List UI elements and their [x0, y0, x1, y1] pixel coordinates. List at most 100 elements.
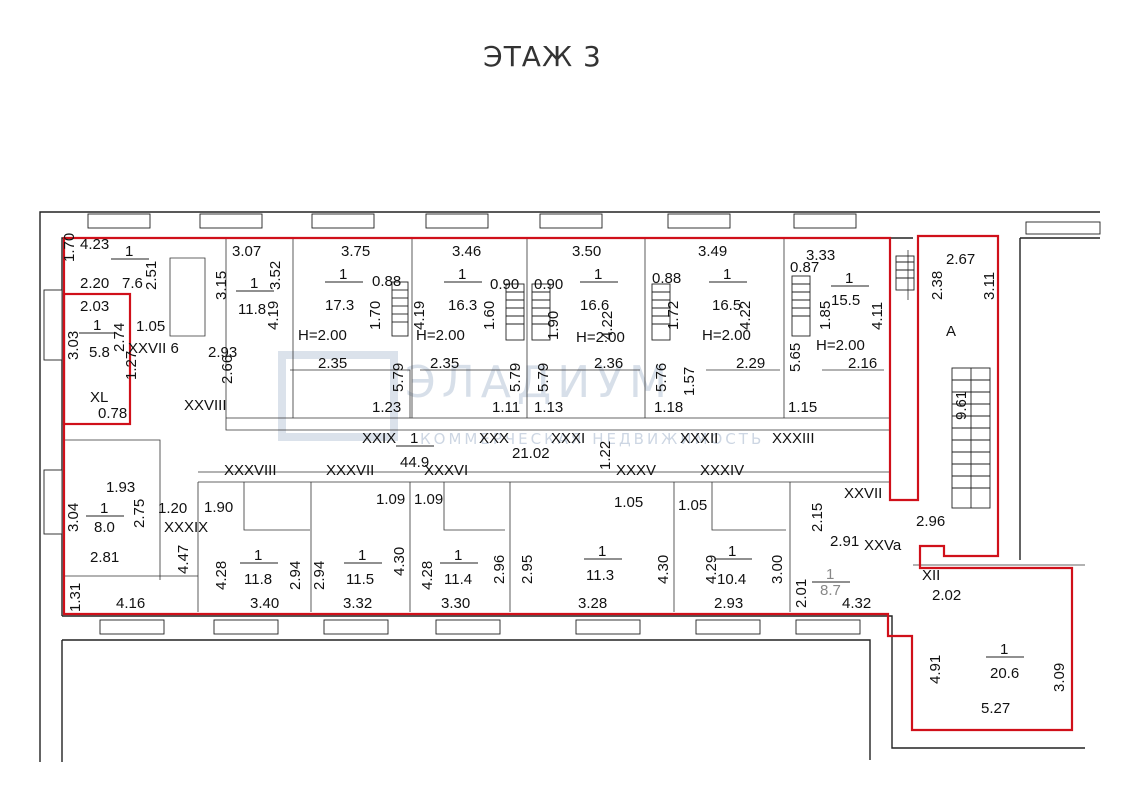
room-3-33-label: 15.5: [831, 292, 860, 309]
watermark-name: ЭЛАДИУМ: [405, 357, 673, 408]
corridor-label: XXXIII: [772, 430, 815, 447]
room-b6-label: XXVII: [844, 485, 882, 502]
room-3-75-label: 1.70: [367, 301, 384, 330]
room-3-33-label: 3.33: [806, 247, 835, 264]
room-3-49-label: 1.57: [681, 367, 698, 396]
room-3-50-label: 2.36: [594, 355, 623, 372]
room-3-50-label: 1.13: [534, 399, 563, 416]
room-3-33-label: 5.65: [787, 343, 804, 372]
room-xl-label: 0.78: [98, 405, 127, 422]
room-b2-label: 3.32: [343, 595, 372, 612]
room-3-50-label: 1.90: [545, 311, 562, 340]
corridor-label: 1.22: [597, 441, 614, 470]
top-left-block-label: 4.23: [80, 236, 109, 253]
room-b3-label: 4.28: [419, 561, 436, 590]
room-b6-label: 2.15: [809, 503, 826, 532]
room-b2-label: 2.94: [311, 561, 328, 590]
misc-label: XXVIII: [184, 397, 227, 414]
room-b5-label: 2.93: [714, 595, 743, 612]
corridor-label: 1: [410, 430, 418, 447]
room-xii-label: 4.91: [927, 655, 944, 684]
room-3-49-label: 1.72: [665, 301, 682, 330]
left-mid-label: 2.81: [90, 549, 119, 566]
room-3-07-label: 11.8: [238, 301, 266, 318]
room-3-46-label: 3.46: [452, 243, 481, 260]
room-3-33-label: 1: [845, 270, 853, 287]
floor-title: ЭТАЖ 3: [483, 40, 602, 73]
room-3-75-label: 1.23: [372, 399, 401, 416]
room-3-46-label: H=2.00: [416, 327, 465, 344]
top-windows: [87, 213, 1101, 235]
room-3-07-label: 3.52: [267, 261, 284, 290]
room-3-49-label: 0.88: [652, 270, 681, 287]
room-3-07-label: 3.15: [213, 271, 230, 300]
left-mid-label: 2.75: [131, 499, 148, 528]
misc-label: 2.66: [219, 355, 236, 384]
room-a-label: 9.61: [953, 391, 970, 420]
room-3-49-label: 16.5: [712, 297, 741, 314]
room-b2-label: XXXVII: [326, 462, 374, 479]
left-mid-label: 4.47: [175, 545, 192, 574]
room-a-label: 2.67: [946, 251, 975, 268]
room-xl-label: XL: [90, 389, 108, 406]
room-b5-label: 4.29: [703, 555, 720, 584]
room-3-50-label: H=2.00: [576, 329, 625, 346]
room-b1-label: 1.90: [204, 499, 233, 516]
room-b2-label: 4.30: [391, 547, 408, 576]
room-b6-label: XXVa: [864, 537, 902, 554]
room-b5-label: 3.00: [769, 555, 786, 584]
room-b5-label: 1.05: [678, 497, 707, 514]
room-b3-label: 2.96: [491, 555, 508, 584]
room-3-50-label: 5.79: [535, 363, 552, 392]
room-b6-label: 8.7: [820, 582, 841, 599]
corridor-label: XXIX: [362, 430, 396, 447]
room-3-49-label: 5.76: [653, 363, 670, 392]
room-a-label: A: [946, 323, 956, 340]
room-3-46-label: 1.11: [492, 399, 520, 416]
room-b5-label: 1: [728, 543, 736, 560]
room-b3-label: 1.09: [414, 491, 443, 508]
misc-label: 2.93: [208, 344, 237, 361]
room-3-50-label: 4.22: [599, 311, 616, 340]
room-3-50-label: 3.50: [572, 243, 601, 260]
room-b2-label: 1: [358, 547, 366, 564]
top-left-block-label: 1: [125, 243, 133, 260]
bottom-left-label: 4.16: [116, 595, 145, 612]
room-xl-label: 5.8: [89, 344, 110, 361]
room-3-50-label: 0.90: [534, 276, 563, 293]
room-3-50-label: 1: [594, 266, 602, 283]
room-b4-label: XXXV: [616, 462, 656, 479]
room-3-33-label: 1.15: [788, 399, 817, 416]
room-b3-label: 1: [454, 547, 462, 564]
room-3-46-label: 16.3: [448, 297, 477, 314]
corridor-label: XXXI: [551, 430, 585, 447]
room-b3-label: 3.30: [441, 595, 470, 612]
room-3-33-label: 2.16: [848, 355, 877, 372]
room-xl-label: 2.74: [111, 323, 128, 352]
room-3-49-label: 1.18: [654, 399, 683, 416]
corridor-label: XXXII: [680, 430, 718, 447]
room-b6-label: 1: [826, 566, 834, 583]
misc-label: XXVII 6: [128, 340, 179, 357]
room-b1-label: 4.28: [213, 561, 230, 590]
watermark-tagline: КОММЕРЧЕСКАЯ НЕДВИЖИМОСТЬ: [420, 430, 764, 448]
room-3-75-label: 2.35: [318, 355, 347, 372]
room-3-07-label: 1: [250, 275, 258, 292]
lease-outlines: [62, 234, 1074, 732]
room-3-33-label: H=2.00: [816, 337, 865, 354]
room-3-33-label: 0.87: [790, 259, 819, 276]
room-xl-label: 1.05: [136, 318, 165, 335]
room-3-75-label: 1: [339, 266, 347, 283]
top-left-block-label: 2.51: [143, 261, 160, 290]
bottom-left-label: 1.31: [67, 583, 84, 612]
interior-walls: [64, 238, 1085, 612]
room-xii-label: XII: [922, 567, 940, 584]
corridor-label: XXX: [479, 430, 509, 447]
room-xii-label: 20.6: [990, 665, 1019, 682]
room-3-75-label: 17.3: [325, 297, 354, 314]
room-b6-label: 2.96: [916, 513, 945, 530]
top-left-block-label: 2.20: [80, 275, 109, 292]
room-b4-label: 3.28: [578, 595, 607, 612]
